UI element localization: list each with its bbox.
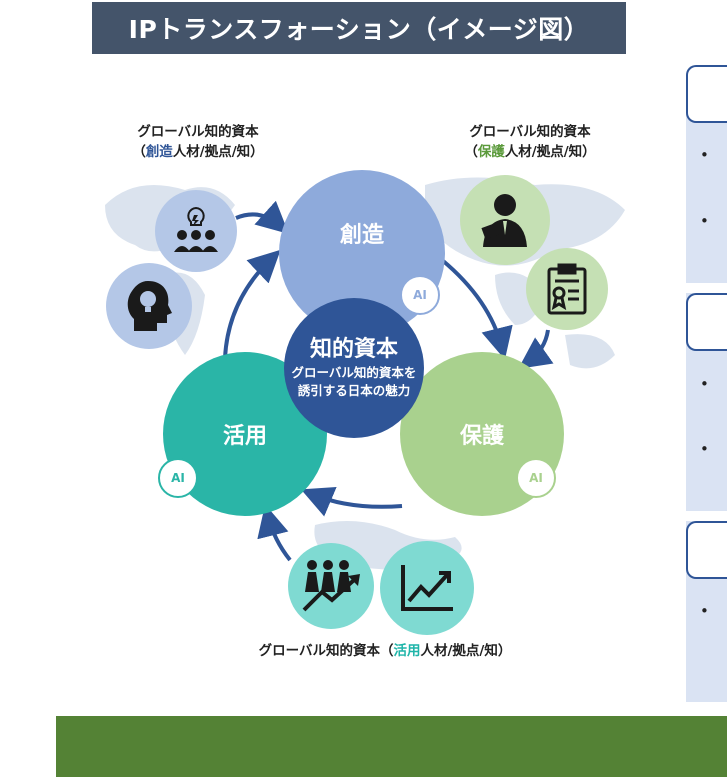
head-lightbulb-icon bbox=[106, 263, 192, 349]
panel-divider bbox=[686, 511, 727, 521]
caption-create-keyword: 創造 bbox=[145, 144, 173, 160]
caption-protect-line1: グローバル知的資本 bbox=[469, 124, 591, 140]
core-subtitle-2: 誘引する日本の魅力 bbox=[297, 383, 411, 398]
caption-create-rest: 人材/拠点/知） bbox=[172, 144, 264, 160]
ai-badge-create: AI bbox=[400, 275, 440, 315]
panel-bullet: • bbox=[700, 375, 709, 393]
caption-create: グローバル知的資本 （創造人材/拠点/知） bbox=[108, 122, 288, 162]
caption-protect: グローバル知的資本 （保護人材/拠点/知） bbox=[440, 122, 620, 162]
caption-use-rest: 人材/拠点/知） bbox=[420, 643, 512, 659]
caption-create-open: （ bbox=[132, 144, 146, 160]
caption-use: グローバル知的資本（活用人材/拠点/知） bbox=[210, 641, 560, 661]
ai-badge-use: AI bbox=[158, 458, 198, 498]
caption-use-prefix: グローバル知的資本（ bbox=[258, 643, 394, 659]
panel-bullet: • bbox=[700, 602, 709, 620]
growth-people-icon bbox=[288, 543, 374, 629]
caption-protect-keyword: 保護 bbox=[477, 144, 505, 160]
panel-header-2 bbox=[686, 293, 727, 351]
panel-header-1 bbox=[686, 65, 727, 123]
right-panel bbox=[686, 110, 727, 702]
caption-protect-open: （ bbox=[464, 144, 478, 160]
core-subtitle-1: グローバル知的資本を bbox=[291, 365, 417, 380]
caption-protect-line2: （保護人材/拠点/知） bbox=[440, 142, 620, 162]
lightbulb-people-icon bbox=[155, 190, 237, 272]
businessman-icon bbox=[460, 175, 550, 265]
protect-label: 保護 bbox=[459, 424, 504, 449]
ai-badge-protect: AI bbox=[516, 458, 556, 498]
panel-bullet: • bbox=[700, 440, 709, 458]
caption-create-line2: （創造人材/拠点/知） bbox=[108, 142, 288, 162]
intellectual-capital-circle: 知的資本 グローバル知的資本を 誘引する日本の魅力 bbox=[284, 298, 424, 438]
panel-bullet: • bbox=[700, 146, 709, 164]
footer-bar bbox=[56, 716, 727, 777]
create-label: 創造 bbox=[339, 223, 384, 248]
core-title: 知的資本 bbox=[309, 337, 398, 362]
caption-use-keyword: 活用 bbox=[393, 643, 421, 659]
panel-header-3 bbox=[686, 521, 727, 579]
panel-divider bbox=[686, 283, 727, 293]
caption-protect-rest: 人材/拠点/知） bbox=[504, 144, 596, 160]
page-title: IPトランスフォーション（イメージ図） bbox=[92, 2, 626, 54]
panel-bullet: • bbox=[700, 212, 709, 230]
use-label: 活用 bbox=[222, 424, 267, 449]
caption-create-line1: グローバル知的資本 bbox=[137, 124, 259, 140]
line-chart-icon bbox=[380, 541, 474, 635]
certificate-icon bbox=[526, 248, 608, 330]
